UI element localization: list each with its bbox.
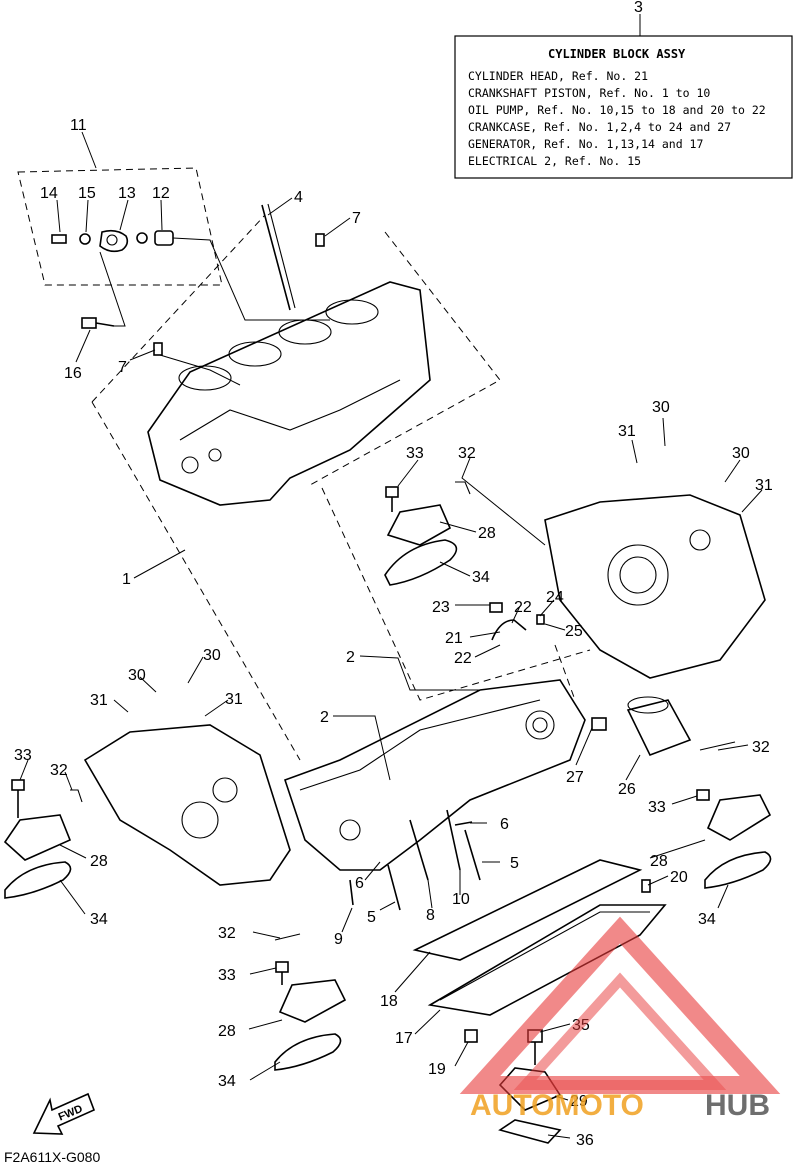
ref-label: 8 xyxy=(426,907,435,924)
forward-arrow-icon: FWD xyxy=(32,1092,96,1135)
ref-label: 30 xyxy=(128,667,146,684)
ref-label: 18 xyxy=(380,993,398,1010)
dowel-pin xyxy=(315,233,325,247)
ref-label: 34 xyxy=(218,1073,236,1090)
ref-label: 28 xyxy=(478,525,496,542)
ref-label: 5 xyxy=(367,909,376,926)
info-line: GENERATOR, Ref. No. 1,13,14 and 17 xyxy=(468,137,703,151)
ref-label: 9 xyxy=(334,931,343,948)
info-line: CRANKCASE, Ref. No. 1,2,4 to 24 and 27 xyxy=(468,120,731,134)
ref-label: 26 xyxy=(618,781,636,798)
stud-bolt xyxy=(261,203,296,311)
ref-label: 6 xyxy=(500,816,509,833)
ref-label: 30 xyxy=(203,647,221,664)
cover-plate-upper xyxy=(384,481,471,586)
ref-label: 33 xyxy=(406,445,424,462)
watermark-logo-icon xyxy=(459,916,781,1094)
ref-label: 30 xyxy=(732,445,750,462)
generator-cover-right xyxy=(544,494,766,679)
group-frames xyxy=(17,167,591,761)
ref-label: 2 xyxy=(346,649,355,666)
ref-label: 32 xyxy=(218,925,236,942)
ref-label: 31 xyxy=(755,477,773,494)
ref-label: 19 xyxy=(428,1061,446,1078)
ref-label: 7 xyxy=(352,210,361,227)
watermark-text-2: HUB xyxy=(705,1089,770,1122)
ref-label: 36 xyxy=(576,1132,594,1149)
generator-cover-left xyxy=(83,724,291,886)
crankcase-bolts xyxy=(349,809,481,911)
ref-label: 20 xyxy=(670,869,688,886)
ref-label: 1 xyxy=(122,571,131,588)
ref-label: 2 xyxy=(320,709,329,726)
ref-label: 7 xyxy=(118,359,127,376)
ref-label: 32 xyxy=(50,762,68,779)
watermark: AUTOMOTO HUB xyxy=(459,916,781,1122)
dowel-pin xyxy=(153,342,163,356)
ref-label: 6 xyxy=(355,875,364,892)
bolt xyxy=(81,317,115,329)
ref-label: 17 xyxy=(395,1030,413,1047)
ref-label: 34 xyxy=(472,569,490,586)
ref-label: 30 xyxy=(652,399,670,416)
ref-label: 22 xyxy=(454,650,472,667)
ref-label: 27 xyxy=(566,769,584,786)
ref-label: 16 xyxy=(64,365,82,382)
ref-label: 34 xyxy=(90,911,108,928)
ref-label: 32 xyxy=(458,445,476,462)
ref-label: 24 xyxy=(546,589,564,606)
crankcase xyxy=(283,679,586,871)
ref-label: 34 xyxy=(698,911,716,928)
info-line: OIL PUMP, Ref. No. 10,15 to 18 and 20 to… xyxy=(468,103,766,117)
plug-assembly xyxy=(51,229,174,253)
ref-label: 28 xyxy=(90,853,108,870)
info-line: ELECTRICAL 2, Ref. No. 15 xyxy=(468,154,641,168)
ref-label: 33 xyxy=(14,747,32,764)
info-box-title: CYLINDER BLOCK ASSY xyxy=(548,47,686,61)
ref-label: 31 xyxy=(618,423,636,440)
oil-pipe xyxy=(489,602,545,641)
watermark-text-1: AUTOMOTO xyxy=(470,1089,644,1122)
ref-label: 4 xyxy=(294,189,303,206)
ref-label: 29 xyxy=(570,1093,588,1110)
info-line: CYLINDER HEAD, Ref. No. 21 xyxy=(468,69,648,83)
figure-code: F2A611X-G080 xyxy=(4,1149,100,1165)
ref-label: 23 xyxy=(432,599,450,616)
ref-label: 21 xyxy=(445,630,463,647)
ref-label: 28 xyxy=(218,1023,236,1040)
cover-plate-right xyxy=(696,741,772,889)
ref-label: 32 xyxy=(752,739,770,756)
cover-plate-left xyxy=(3,779,83,899)
ref-label: 13 xyxy=(118,185,136,202)
ref-label: 15 xyxy=(78,185,96,202)
leader-lines xyxy=(19,131,763,1139)
info-box: 3 CYLINDER BLOCK ASSY CYLINDER HEAD, Ref… xyxy=(454,0,793,179)
info-box-ref: 3 xyxy=(634,0,643,16)
cylinder-block xyxy=(147,281,431,506)
ref-label: 31 xyxy=(90,692,108,709)
ref-label: 25 xyxy=(565,623,583,640)
ref-label: 11 xyxy=(70,117,87,134)
ref-label: 33 xyxy=(218,967,236,984)
ref-label: 5 xyxy=(510,855,519,872)
ref-label: 12 xyxy=(152,185,170,202)
ref-label: 22 xyxy=(514,599,532,616)
ref-label: 14 xyxy=(40,185,58,202)
info-line: CRANKSHAFT PISTON, Ref. No. 1 to 10 xyxy=(468,86,710,100)
oil-filter xyxy=(591,696,692,757)
ref-label: 31 xyxy=(225,691,243,708)
ref-label: 28 xyxy=(650,853,668,870)
ref-label: 10 xyxy=(452,891,470,908)
callouts: 11 14 15 13 12 4 7 16 7 1 33 32 28 34 31… xyxy=(14,117,773,1149)
ref-label: 33 xyxy=(648,799,666,816)
cover-plate-bottom xyxy=(274,933,347,1071)
